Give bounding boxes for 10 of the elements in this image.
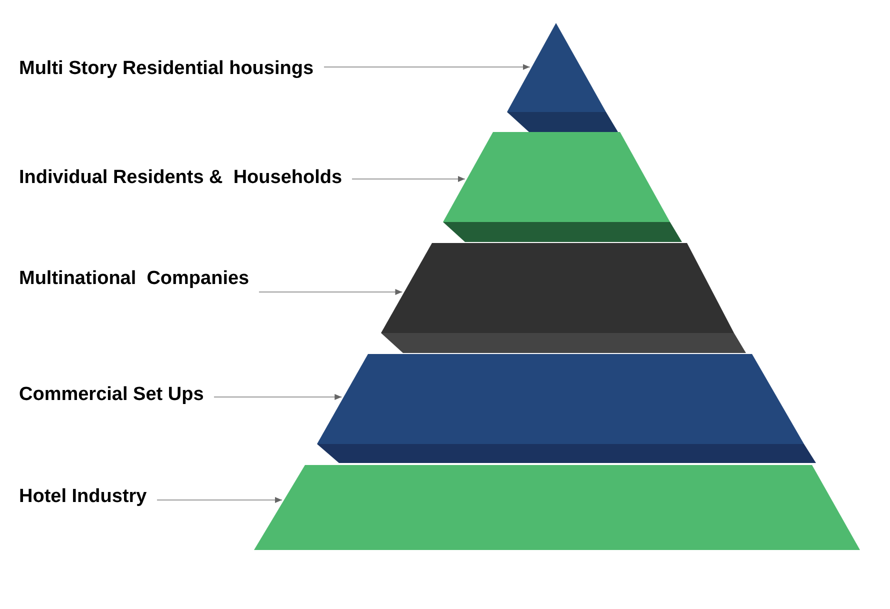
tier-label: Multi Story Residential housings bbox=[19, 57, 314, 81]
tier-label: Commercial Set Ups bbox=[19, 383, 204, 407]
tier-label: Hotel Industry bbox=[19, 485, 147, 509]
arrow bbox=[258, 289, 403, 295]
arrow bbox=[352, 176, 466, 182]
tier-label: Individual Residents & Households bbox=[19, 166, 342, 190]
arrow bbox=[214, 394, 342, 400]
arrow bbox=[156, 497, 282, 503]
arrow bbox=[324, 64, 530, 70]
tier-label: Multinational Companies bbox=[19, 267, 250, 291]
